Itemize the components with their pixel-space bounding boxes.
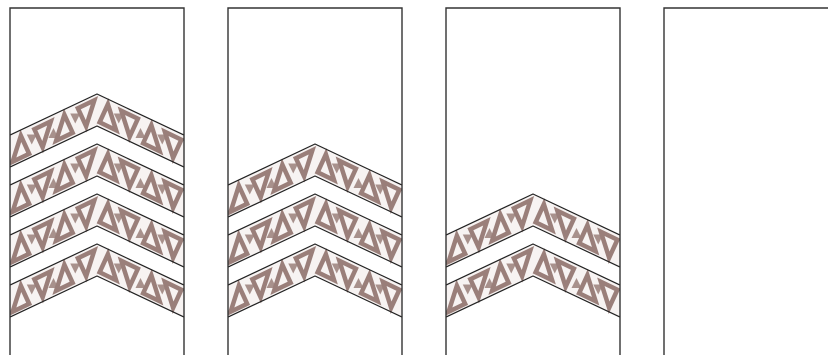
panels-layer	[8, 8, 828, 355]
panel	[444, 8, 622, 355]
panel	[8, 8, 186, 355]
panel	[226, 8, 404, 355]
chevron-stack	[444, 194, 622, 318]
chevron-stack	[226, 144, 404, 318]
chevron-stack	[8, 94, 186, 318]
panel-frame	[664, 8, 828, 355]
panel	[664, 8, 828, 355]
